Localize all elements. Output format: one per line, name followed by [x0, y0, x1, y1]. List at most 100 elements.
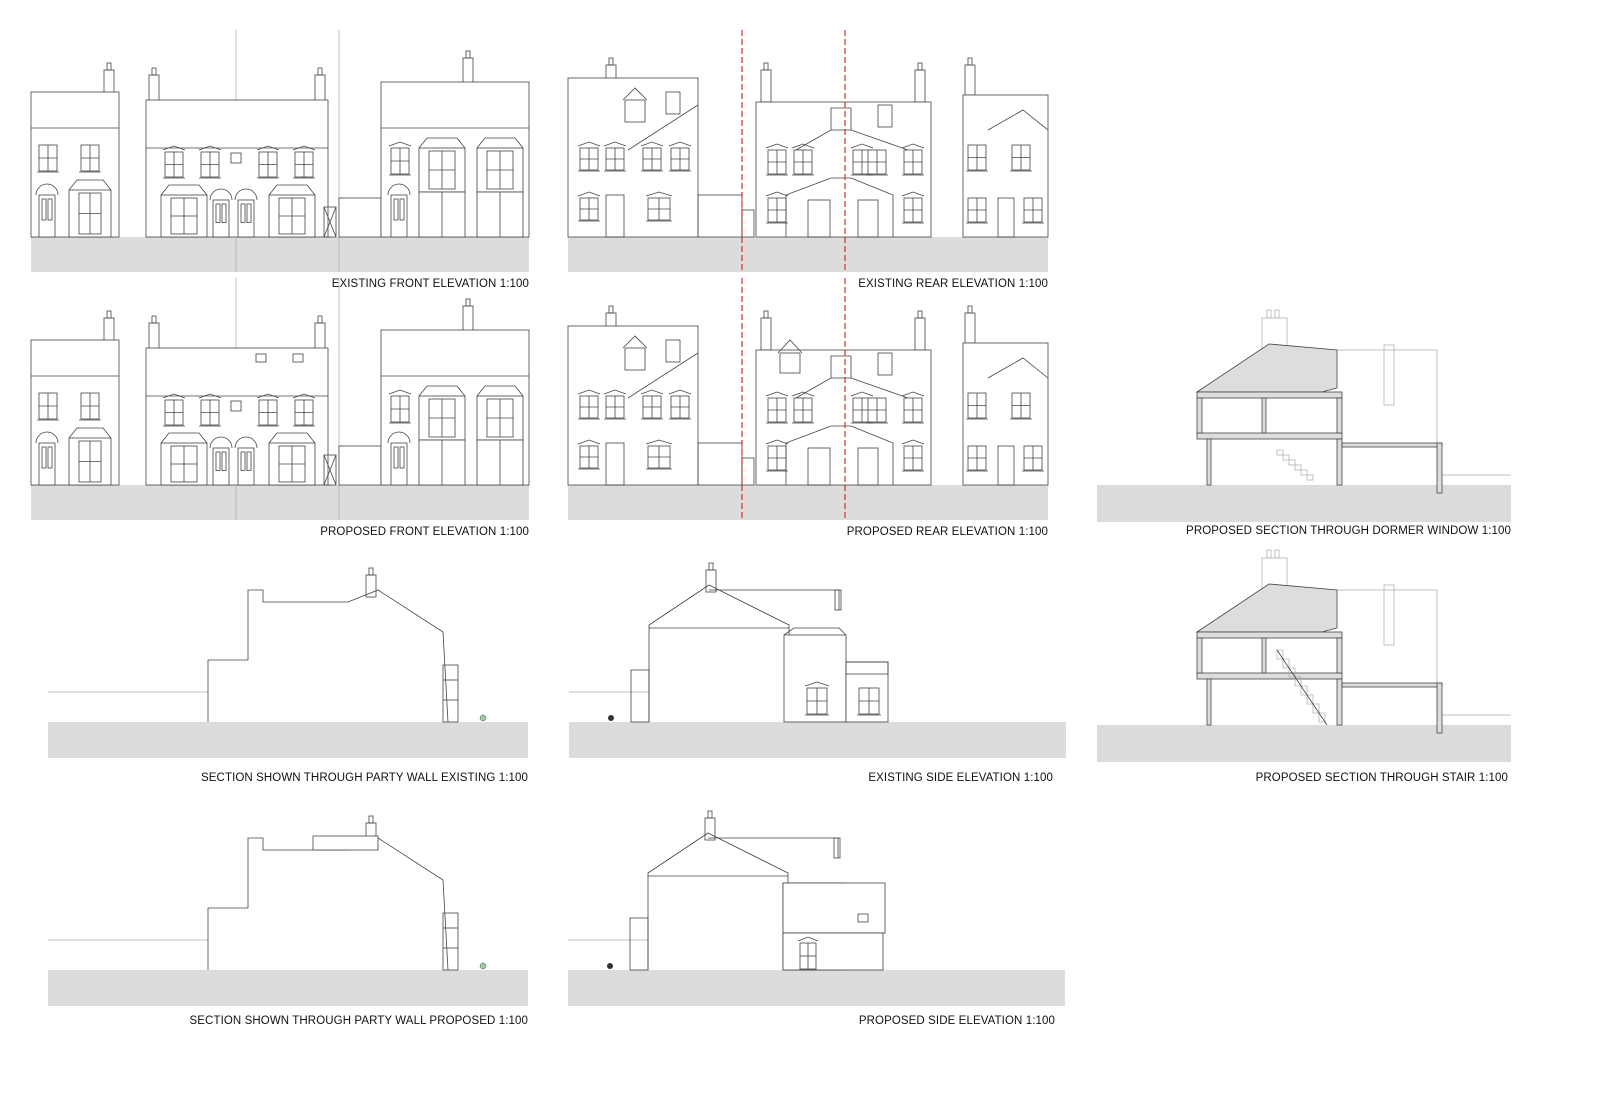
window [857, 913, 869, 923]
chimney-pot [151, 67, 157, 76]
window-arch [804, 681, 830, 687]
ground-hatch [569, 722, 1066, 758]
rear-roof [709, 589, 840, 610]
chimney-pot [465, 50, 471, 59]
window-arch [256, 393, 280, 399]
rear-bay [442, 664, 459, 723]
door-panel [246, 451, 252, 471]
chimney-pot [151, 315, 157, 324]
french-door [807, 447, 831, 486]
drawing-title: PROPOSED SECTION THROUGH STAIR 1:100 [1255, 772, 1508, 784]
drawing-proposed-side: PROPOSED SIDE ELEVATION 1:100 [568, 798, 1065, 1036]
stair-stringer [1276, 649, 1328, 726]
chimney-pot [917, 62, 923, 71]
bin [608, 715, 614, 721]
party-wall-outline [207, 837, 449, 971]
door [390, 194, 408, 238]
existing-front-elevation-drawing [30, 30, 530, 272]
window-arch [765, 143, 789, 149]
wall-section [1336, 438, 1343, 486]
rear-outrigger [830, 355, 852, 378]
stair-section-drawing [1097, 549, 1511, 762]
bay-roof [476, 137, 524, 149]
gate [323, 454, 337, 486]
chimney [314, 74, 326, 104]
ground-hatch [568, 485, 1048, 520]
boundary-wall [697, 442, 743, 486]
door-panel [215, 203, 221, 223]
neighbour-outline [1327, 589, 1511, 716]
stair-tread [1282, 454, 1290, 461]
main-gable [647, 832, 789, 970]
stair-tread [1306, 474, 1314, 481]
door-fanlight [387, 431, 411, 444]
proposed-side-elevation-drawing [568, 810, 1065, 1006]
garage [338, 197, 382, 238]
extension-roof [1341, 682, 1443, 688]
window-arch [388, 141, 412, 147]
chimney-pot [465, 298, 471, 307]
door-panel [240, 451, 246, 471]
door [997, 445, 1015, 486]
dormer [779, 352, 801, 374]
bay-roof [68, 179, 112, 191]
extension-roof [845, 661, 889, 675]
floor-slab [1196, 432, 1343, 440]
roof-line [627, 352, 699, 399]
wall-section [1196, 397, 1203, 434]
rooflight [255, 353, 267, 363]
outrigger-roof [795, 377, 909, 399]
chimney-pot [708, 562, 714, 571]
chimney [964, 64, 976, 96]
stair-tread [1276, 449, 1284, 456]
drawing-party-wall-proposed: SECTION SHOWN THROUGH PARTY WALL PROPOSE… [48, 798, 528, 1036]
chimney [833, 837, 841, 859]
chimney [148, 322, 160, 352]
ground-hatch [568, 970, 1065, 1006]
door-fanlight [234, 436, 258, 449]
party-wall-existing-drawing [48, 567, 528, 758]
wall-section [1206, 678, 1212, 726]
chimney-ghost [1383, 344, 1395, 406]
window [877, 352, 893, 376]
window-arch [577, 439, 601, 445]
window-arch [901, 191, 925, 197]
door [212, 199, 230, 238]
door [237, 199, 255, 238]
window-arch [256, 145, 280, 151]
window-arch [603, 141, 627, 147]
chimney-pot [608, 57, 614, 66]
drawing-section-stair: PROPOSED SECTION THROUGH STAIR 1:100 [1097, 549, 1511, 792]
door-panel [393, 198, 399, 221]
rear-bay [442, 912, 459, 971]
stair-tread [1306, 694, 1314, 705]
drawing-party-wall-existing: SECTION SHOWN THROUGH PARTY WALL EXISTIN… [48, 550, 528, 792]
stair-tread [1294, 464, 1302, 471]
extension-roof [1341, 442, 1443, 448]
window-arch [797, 936, 819, 942]
wall-section [1336, 397, 1343, 434]
window-arch [640, 389, 664, 395]
drawing-title: SECTION SHOWN THROUGH PARTY WALL PROPOSE… [189, 1015, 528, 1027]
bay-roof [418, 137, 466, 149]
shrub [479, 714, 487, 722]
door [390, 442, 408, 486]
door [237, 447, 255, 486]
drawing-title: EXISTING REAR ELEVATION 1:100 [858, 278, 1048, 290]
gate [741, 209, 755, 238]
chimney-pot [1266, 309, 1272, 319]
gate [323, 206, 337, 238]
chimney [704, 817, 716, 841]
wall-section [1206, 438, 1212, 486]
chimney [760, 69, 772, 103]
existing-side-elevation-drawing [569, 562, 1066, 758]
door [605, 442, 625, 486]
chimney-pot [707, 810, 713, 819]
plaque [230, 400, 242, 412]
ground-hatch [31, 485, 529, 520]
window-arch [388, 389, 412, 395]
door-panel [399, 446, 405, 469]
window-arch [850, 391, 874, 397]
chimney [148, 74, 160, 104]
boundary-wall [697, 194, 743, 238]
